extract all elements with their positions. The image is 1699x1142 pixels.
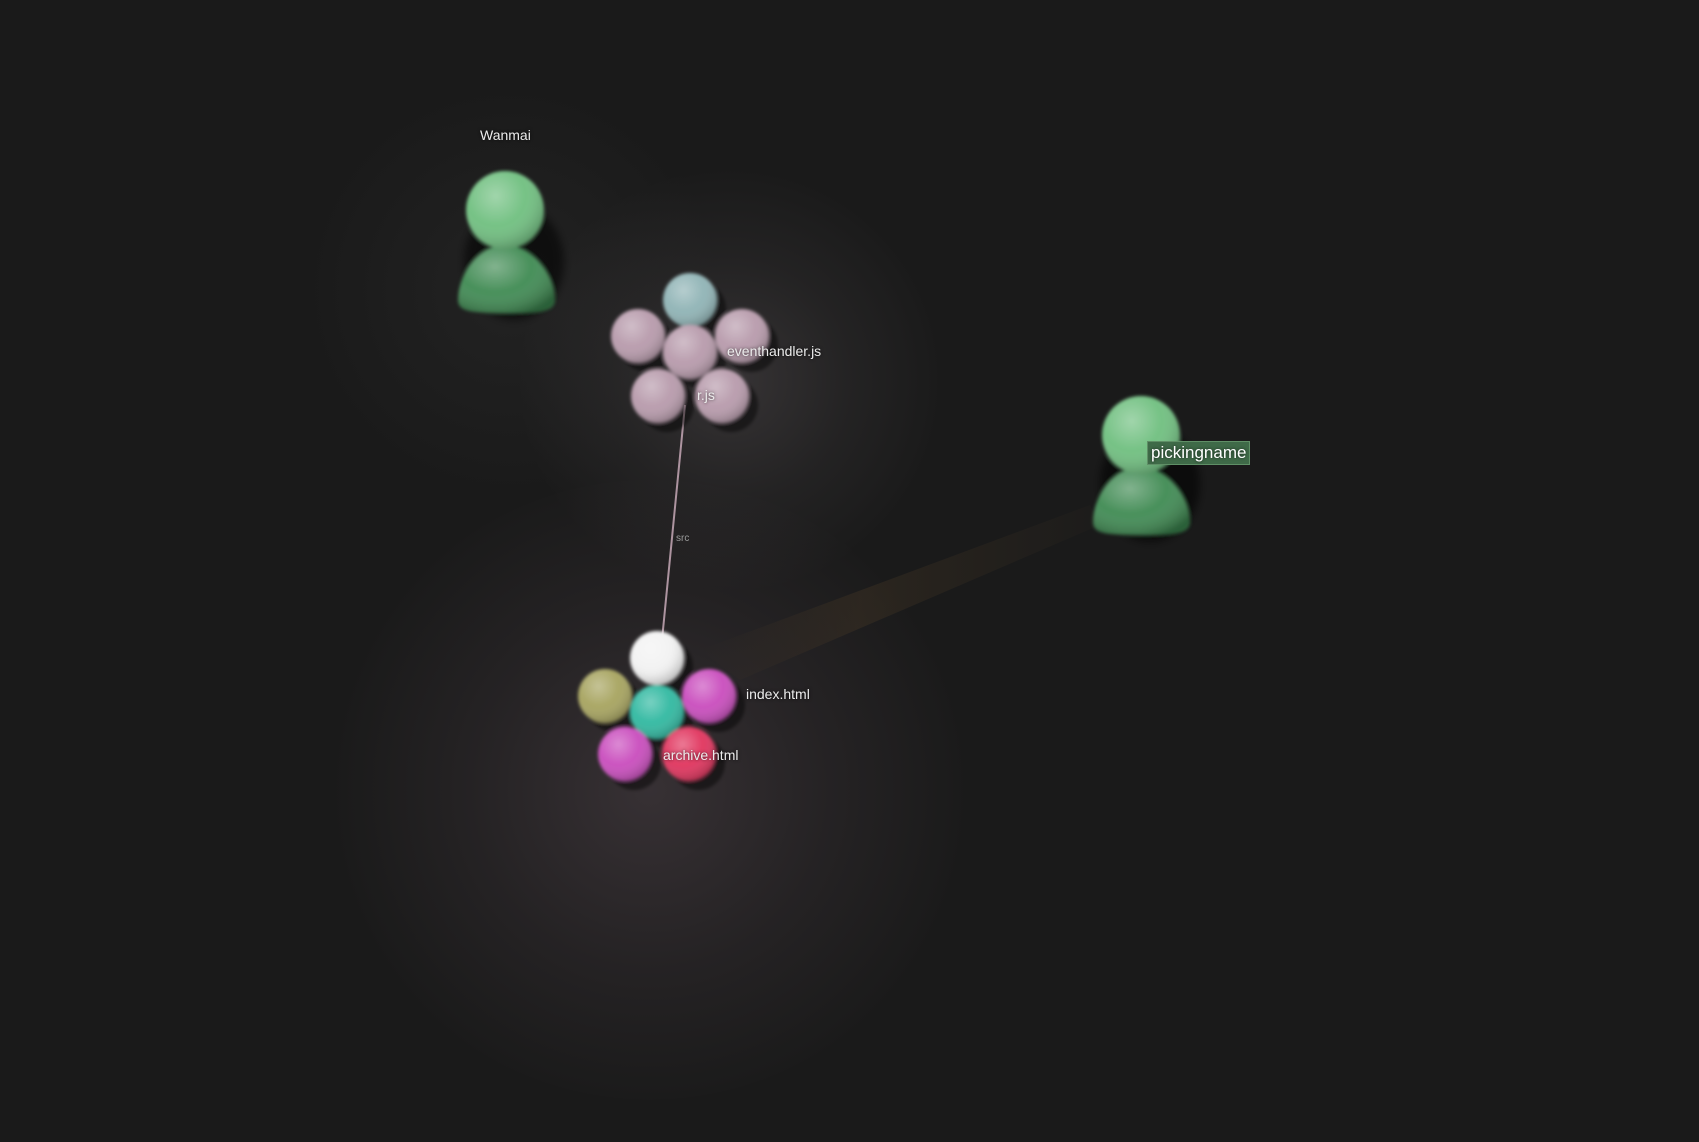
edge-label-src: src bbox=[676, 533, 690, 544]
file-node-shading bbox=[630, 685, 684, 739]
activity-beam bbox=[700, 505, 1100, 680]
file-node-shading bbox=[663, 325, 717, 379]
user-label-pickingname[interactable]: pickingname bbox=[1147, 441, 1251, 465]
file-node-shading bbox=[631, 369, 685, 423]
file-node-shading bbox=[695, 369, 749, 423]
file-cluster-js[interactable] bbox=[611, 273, 778, 432]
file-node-shading bbox=[611, 309, 665, 363]
file-label-eventhandler[interactable]: eventhandler.js bbox=[727, 343, 822, 359]
dependency-edge[interactable] bbox=[661, 404, 686, 641]
user-avatar-pickingname[interactable] bbox=[1093, 396, 1200, 542]
file-node-shading bbox=[630, 631, 684, 685]
file-node-shading bbox=[598, 727, 652, 781]
user-avatar-wanmai[interactable] bbox=[458, 171, 564, 320]
file-node-shading bbox=[578, 669, 632, 723]
user-label-wanmai: Wanmai bbox=[480, 127, 531, 143]
file-label-r-js[interactable]: r.js bbox=[697, 387, 715, 403]
file-node-shading bbox=[682, 669, 736, 723]
file-label-index[interactable]: index.html bbox=[746, 686, 810, 702]
file-cluster-html[interactable] bbox=[578, 631, 745, 790]
file-label-archive[interactable]: archive.html bbox=[663, 747, 739, 763]
file-node-shading bbox=[663, 273, 717, 327]
file-node-shading bbox=[662, 727, 716, 781]
file-node-shading bbox=[715, 309, 769, 363]
